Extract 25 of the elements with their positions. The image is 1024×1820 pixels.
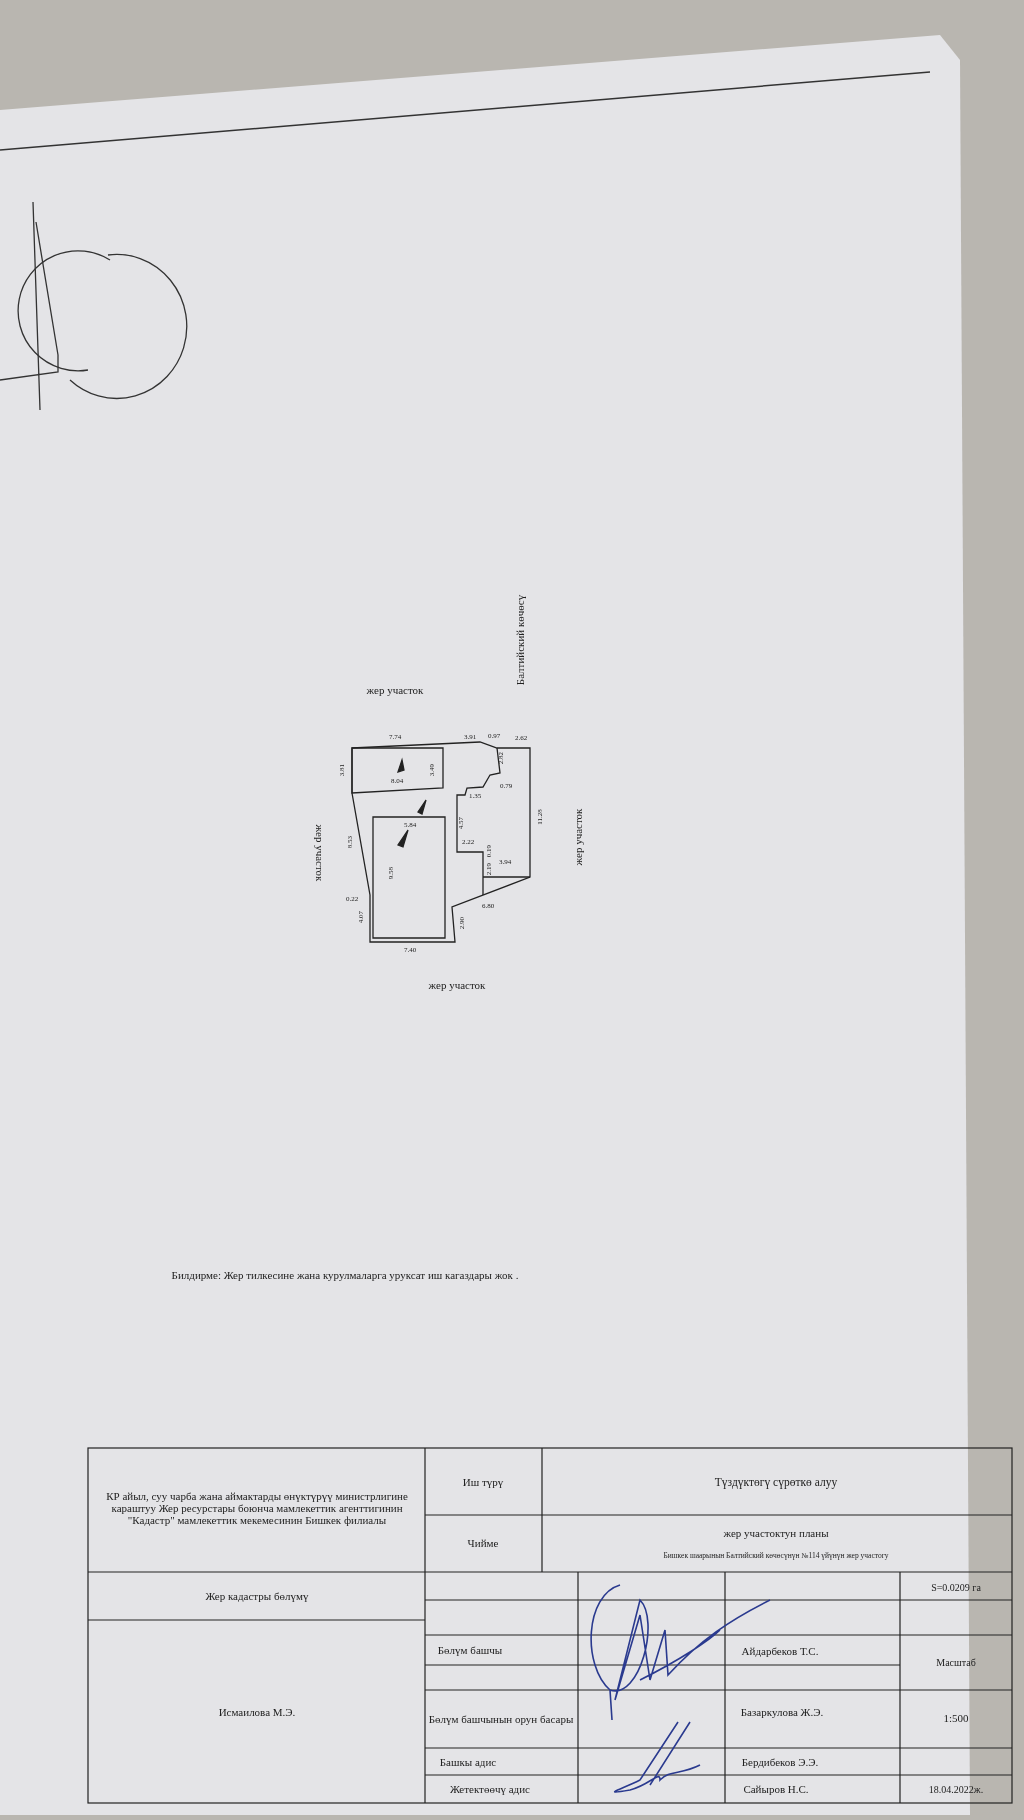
neighbor-label: жер участок: [313, 824, 327, 882]
work-type-text: Түздүктөгү сүрөткө алуу: [714, 1475, 838, 1489]
neighbor-label: жер участок: [571, 808, 585, 866]
person-name: Базаркулова Ж.Э.: [740, 1705, 824, 1719]
position-label: Бөлүм башчынын орун басары: [428, 1712, 574, 1726]
person-name: Бердибеков Э.Э.: [741, 1755, 819, 1769]
department-name: Жер кадастры бөлүмү: [205, 1589, 309, 1603]
scale-value: 1:500: [943, 1711, 969, 1725]
scale-label: Масштаб: [936, 1656, 976, 1668]
area-value: S=0.0209 га: [931, 1581, 981, 1593]
neighbor-label: жер участок: [428, 978, 486, 992]
street-label: Балтийский көчөсү: [513, 594, 527, 686]
neighbor-label: жер участок: [366, 683, 424, 697]
person-name: Айдарбеков Т.С.: [741, 1644, 819, 1658]
position-label: Башкы адис: [439, 1755, 497, 1769]
organization-name: КР айыл, суу чарба жана аймактарды өнүктүрүү министрлигине караштуу Жер ресурстары боюнча мамлекеттик агенттигинин "Кадастр" мамлекеттик мекемесинин Бишкек филиалы: [105, 1489, 409, 1527]
person-name: Исмаилова М.Э.: [218, 1705, 296, 1719]
position-label: Бөлүм башчы: [437, 1643, 503, 1657]
person-name: Сайыров Н.С.: [743, 1782, 809, 1796]
date-text: 18.04.2022ж.: [928, 1783, 984, 1795]
field-label: Иш түрү: [462, 1475, 504, 1489]
note-text: Билдирме: Жер тилкесине жана курулмаларга уруксат иш кагаздары жок .: [171, 1268, 519, 1282]
position-label: Жетектөөчү адис: [450, 1782, 530, 1796]
drawing-title: жер участоктун планы: [723, 1526, 829, 1540]
field-label: Чийме: [467, 1536, 499, 1550]
